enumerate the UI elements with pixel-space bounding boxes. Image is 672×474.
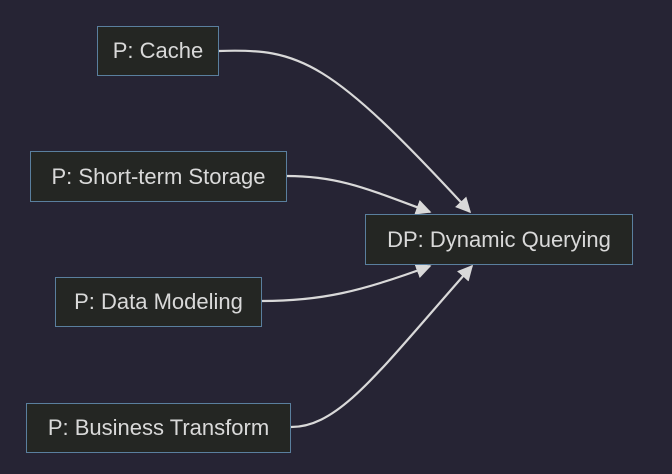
edge-business-transform-to-dynamic-querying xyxy=(290,264,474,429)
node-cache[interactable]: P: Cache xyxy=(97,26,219,76)
node-dynamic-querying[interactable]: DP: Dynamic Querying xyxy=(365,214,633,265)
node-data-modeling-label: P: Data Modeling xyxy=(74,289,243,314)
node-business-transform[interactable]: P: Business Transform xyxy=(26,403,291,453)
edge-cache-to-dynamic-querying xyxy=(218,49,472,214)
node-short-term-storage[interactable]: P: Short-term Storage xyxy=(30,151,287,202)
edge-data-modeling-to-dynamic-querying xyxy=(261,263,432,303)
node-business-transform-label: P: Business Transform xyxy=(47,415,270,440)
node-short-term-storage-label: P: Short-term Storage xyxy=(51,163,266,189)
edge-short-term-storage-to-dynamic-querying xyxy=(286,174,432,215)
node-dynamic-querying-label: DP: Dynamic Querying xyxy=(387,226,611,252)
node-cache-label: P: Cache xyxy=(112,38,204,63)
node-data-modeling[interactable]: P: Data Modeling xyxy=(55,277,262,327)
